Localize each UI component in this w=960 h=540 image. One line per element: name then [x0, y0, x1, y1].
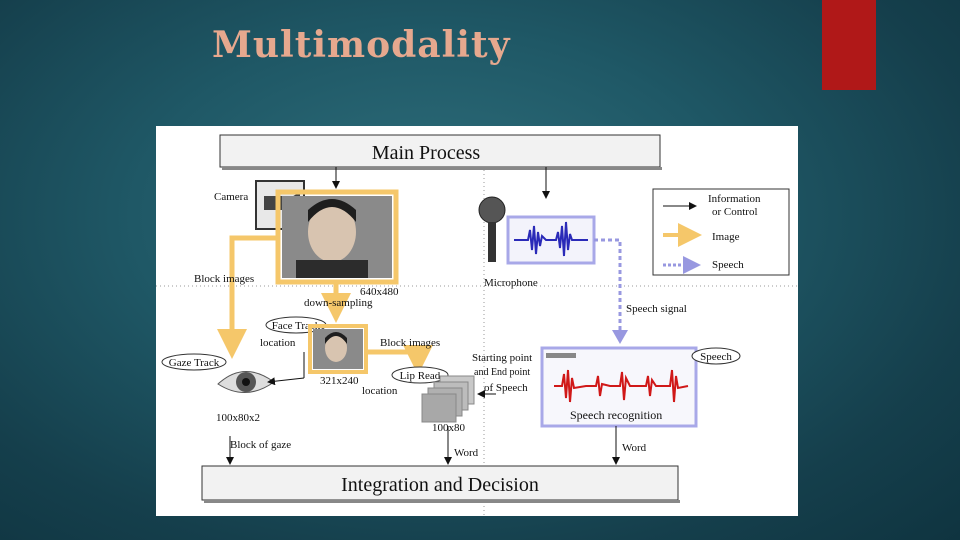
word-1-label: Word	[454, 447, 479, 459]
legend: Information or Control Image Speech	[652, 188, 790, 276]
of-speech-label: of Speech	[484, 382, 528, 394]
legend-or-control: or Control	[712, 206, 758, 218]
location-2-label: location	[362, 385, 398, 397]
res-321-label: 321x240	[320, 375, 359, 387]
lip-read-label: Lip Read	[400, 370, 441, 382]
starting-point-label: Starting point	[472, 352, 532, 364]
legend-speech: Speech	[712, 259, 744, 271]
res-100x80x2-label: 100x80x2	[216, 412, 260, 424]
res-640-label: 640x480	[360, 286, 399, 298]
face-image	[275, 189, 399, 285]
lip-image-stack	[421, 375, 475, 423]
lip-read-node: Lip Read	[391, 366, 449, 384]
speech-recognition-label: Speech recognition	[570, 408, 662, 422]
block-of-gaze-label: Block of gaze	[230, 439, 291, 451]
microphone-icon	[478, 196, 506, 262]
gaze-track-label: Gaze Track	[169, 357, 220, 369]
system-diagram: Main Process Integration and Decision In…	[156, 126, 798, 516]
slide-title: Multimodality	[212, 24, 511, 66]
legend-information: Information	[708, 193, 761, 205]
gaze-track-node: Gaze Track	[161, 353, 227, 371]
blue-waveform	[506, 215, 596, 265]
speech-recognition-panel: Speech Speech recognition	[540, 346, 741, 428]
res-100x80-label: 100x80	[432, 422, 466, 434]
eye-image	[217, 371, 275, 393]
word-2-label: Word	[622, 442, 647, 454]
location-1-label: location	[260, 337, 296, 349]
block-images-mid-label: Block images	[380, 337, 440, 349]
accent-bar	[822, 0, 876, 90]
integration-box: Integration and Decision	[201, 465, 680, 503]
main-process-box: Main Process	[219, 134, 662, 170]
speech-tag-label: Speech	[700, 351, 732, 363]
small-face-image	[308, 324, 368, 374]
main-process-label: Main Process	[372, 142, 481, 164]
microphone-label: Microphone	[484, 277, 538, 289]
end-point-label: and End point	[474, 367, 530, 378]
block-images-left-label: Block images	[194, 273, 254, 285]
speech-signal-label: Speech signal	[626, 303, 687, 315]
down-sampling-label: down-sampling	[304, 297, 373, 309]
integration-label: Integration and Decision	[341, 474, 539, 496]
legend-image: Image	[712, 231, 740, 243]
camera-label: Camera	[214, 191, 248, 203]
